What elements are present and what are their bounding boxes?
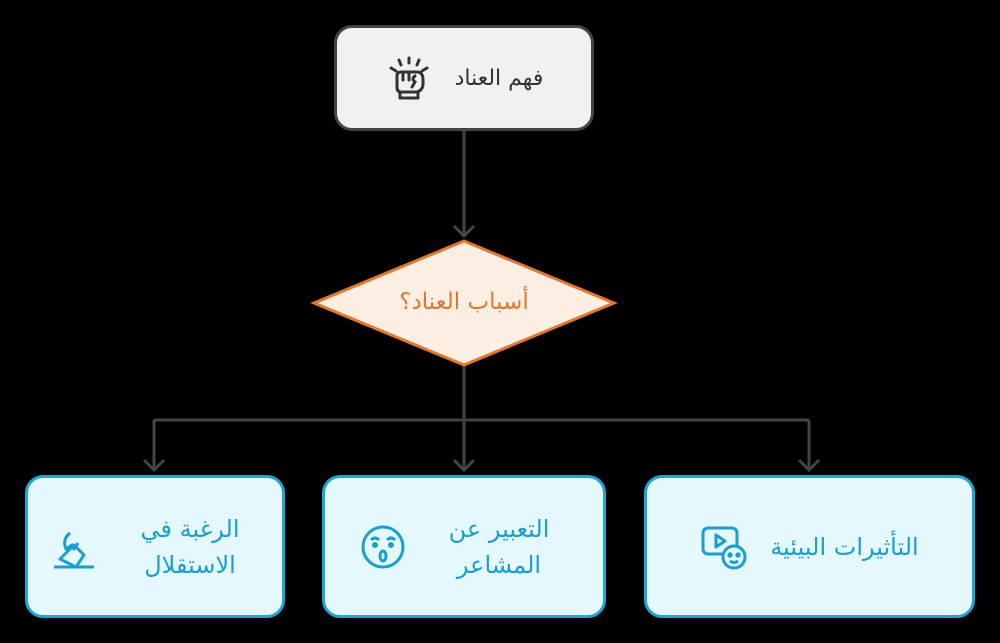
vote-hand-icon [54, 531, 94, 568]
surprised-face-icon [361, 525, 405, 568]
node-root[interactable]: فهم العناد [334, 25, 594, 131]
node-leaf-independence[interactable]: الرغبة في الاستقلال [25, 475, 285, 618]
arrowhead [142, 458, 166, 473]
media-child-icon [701, 526, 747, 569]
leaf-label: التعبير عن المشاعر [448, 514, 550, 579]
fist-icon [389, 56, 429, 100]
leaf-label: الرغبة في الاستقلال [140, 514, 240, 579]
node-decision-label: أسباب العناد؟ [399, 289, 529, 315]
node-root-label: فهم العناد [454, 65, 544, 91]
arrowhead [452, 458, 476, 473]
arrowhead [452, 224, 476, 239]
arrowhead [797, 458, 821, 473]
node-decision[interactable]: أسباب العناد؟ [314, 282, 614, 322]
node-leaf-expressing-feelings[interactable]: التعبير عن المشاعر [322, 475, 606, 618]
decision-diamond [310, 239, 618, 367]
node-leaf-environmental-influences[interactable]: التأثيرات البيئية [644, 475, 975, 618]
leaf-label: التأثيرات البيئية [770, 532, 919, 561]
